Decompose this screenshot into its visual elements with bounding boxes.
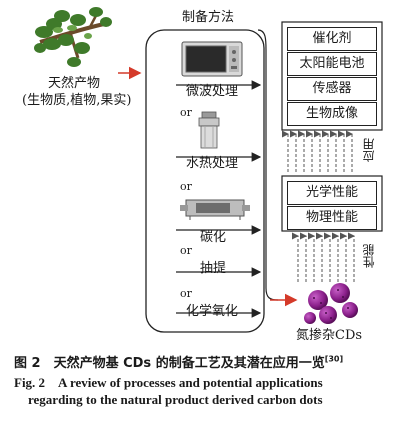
properties-side-label: 性能 — [362, 244, 376, 268]
caption-english-line2: regarding to the natural product derived… — [28, 392, 323, 407]
or-label: or — [180, 106, 192, 119]
app-dashed-arrows — [282, 130, 353, 172]
product-label: 氮掺杂CDs — [296, 328, 363, 343]
microwave-icon — [181, 41, 243, 77]
property-optical: 光学性能 — [287, 181, 377, 205]
or-label: or — [180, 244, 192, 257]
autoclave-icon — [198, 111, 220, 149]
application-solar-cell: 太阳能电池 — [287, 52, 377, 76]
tree-branch-icon — [34, 7, 112, 67]
caption-chinese-text: 图 2 天然产物基 CDs 的制备工艺及其潜在应用一览 — [14, 356, 325, 371]
method-label-hydrothermal: 水热处理 — [186, 156, 239, 171]
carbon-dots-icon — [304, 283, 358, 324]
application-catalyst: 催化剂 — [287, 27, 377, 51]
source-label: 天然产物 — [48, 76, 101, 91]
caption-reference: [30] — [324, 354, 344, 364]
applications-side-label: 应用 — [362, 138, 376, 162]
application-sensor: 传感器 — [287, 77, 377, 101]
methods-frame — [145, 29, 265, 333]
properties-frame — [281, 175, 383, 232]
methods-title: 制备方法 — [182, 10, 235, 25]
property-physical: 物理性能 — [287, 206, 377, 230]
caption-english-line1: Fig. 2 A review of processes and potenti… — [14, 375, 323, 390]
applications-frame — [281, 21, 383, 131]
or-label: or — [180, 180, 192, 193]
method-label-oxidation: 化学氧化 — [186, 304, 239, 319]
prop-dashed-arrows — [292, 232, 355, 282]
method-label-extraction: 抽提 — [200, 261, 227, 276]
source-sublabel: (生物质,植物,果实) — [22, 93, 132, 108]
method-label-carbonization: 碳化 — [200, 230, 227, 245]
method-label-microwave: 微波处理 — [186, 84, 239, 99]
or-label: or — [180, 287, 192, 300]
application-bioimaging: 生物成像 — [287, 102, 377, 126]
furnace-icon — [180, 199, 250, 220]
caption-chinese: 图 2 天然产物基 CDs 的制备工艺及其潜在应用一览[30] — [14, 352, 343, 371]
